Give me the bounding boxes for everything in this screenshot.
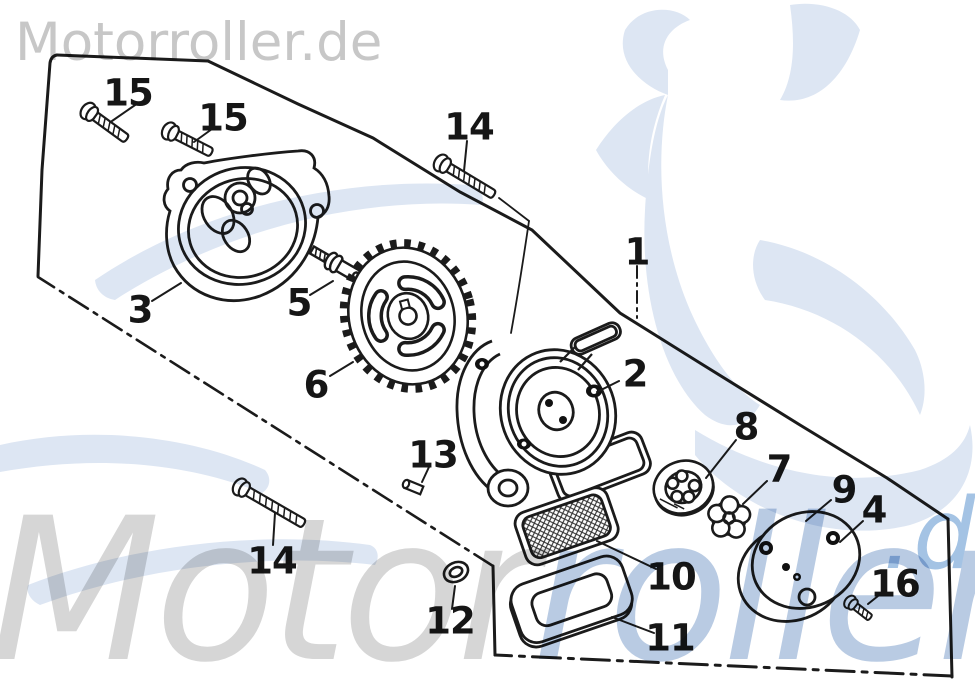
leader-16 (867, 591, 884, 605)
part-callout-14: 14 (247, 539, 297, 583)
leader-11 (611, 616, 655, 634)
part-callout-5: 5 (286, 281, 313, 325)
leader-6 (329, 361, 354, 377)
part-callout-4: 4 (861, 488, 888, 532)
part-15-bolt-b (160, 121, 214, 157)
bolt-14-axis-line (498, 197, 530, 222)
part-11-gasket (509, 554, 634, 649)
leader-2 (596, 380, 620, 393)
assembly-frame-outline (36, 53, 954, 679)
bolt-14-insert-line (510, 220, 530, 334)
callout-leader-lines (111, 102, 884, 634)
part-callout-15: 15 (103, 71, 153, 115)
leader-15b (193, 128, 213, 143)
part-callout-9: 9 (831, 468, 858, 512)
leader-14-top (463, 140, 468, 172)
leader-12 (451, 585, 456, 610)
leader-10 (596, 540, 657, 570)
leader-13 (421, 466, 430, 483)
frame-bottom-edge (493, 653, 954, 678)
part-callout-2: 2 (622, 352, 649, 396)
part-14-bolt-top (432, 153, 497, 199)
part-13-dowel-pin (401, 478, 425, 496)
part-callout-16: 16 (870, 562, 920, 606)
part-16-screw (843, 594, 873, 621)
frame-diagonal-edge (36, 275, 495, 568)
part-callout-15: 15 (198, 96, 248, 140)
part-15-bolt-a (79, 101, 130, 143)
part-callout-8: 8 (733, 405, 760, 449)
part-callout-14: 14 (444, 105, 494, 149)
part-callout-12: 12 (425, 599, 475, 643)
part-callout-7: 7 (766, 447, 793, 491)
part-callout-6: 6 (303, 363, 330, 407)
frame-right-edge (946, 517, 954, 679)
frame-top-edge (55, 53, 210, 63)
part-callout-10: 10 (646, 555, 696, 599)
part-callout-11: 11 (645, 616, 695, 660)
part-12-o-ring (442, 560, 470, 584)
part-2-pump-body (455, 321, 652, 508)
part-9-cover-plate (736, 510, 862, 623)
leader-15a (111, 102, 139, 122)
part-callout-1: 1 (624, 230, 651, 274)
part-callout-13: 13 (408, 433, 458, 477)
part-10-strainer-screen (513, 486, 620, 567)
frame-bottomleft-edge (491, 564, 497, 657)
part-callout-3: 3 (127, 288, 154, 332)
